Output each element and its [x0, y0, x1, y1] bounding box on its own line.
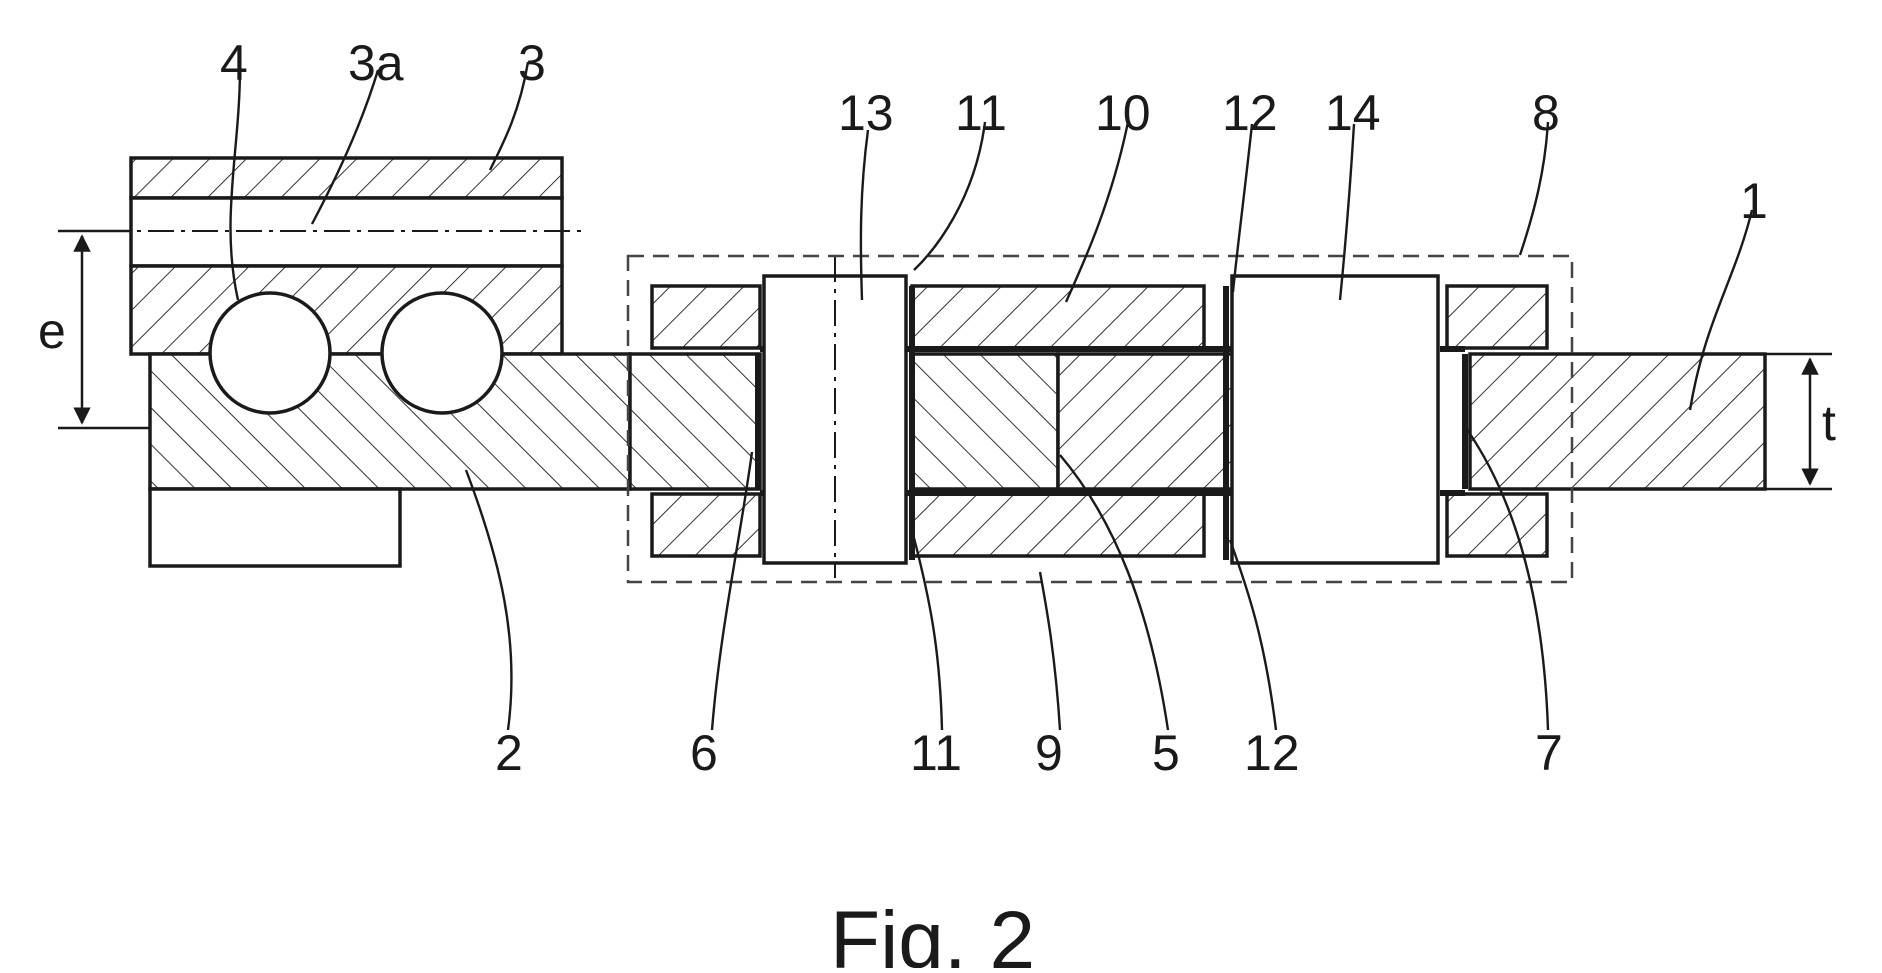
- label-4: 4: [220, 35, 248, 91]
- label-3: 3: [518, 35, 546, 91]
- label-1: 1: [1740, 173, 1768, 229]
- label-e: e: [38, 303, 66, 359]
- label-5: 5: [1152, 725, 1180, 781]
- label-13: 13: [838, 85, 894, 141]
- label-6: 6: [690, 725, 718, 781]
- label-t: t: [1822, 395, 1836, 451]
- label-11-bottom: 11: [910, 725, 962, 781]
- label-10: 10: [1095, 85, 1151, 141]
- label-7: 7: [1535, 725, 1563, 781]
- label-3a: 3a: [348, 35, 404, 91]
- label-8: 8: [1532, 85, 1560, 141]
- label-2: 2: [495, 725, 523, 781]
- label-11-top: 11: [955, 85, 1007, 141]
- pin-14: [1232, 276, 1438, 563]
- figure-caption: Fig. 2: [830, 895, 1035, 968]
- label-14: 14: [1325, 85, 1381, 141]
- label-12-bottom: 12: [1244, 725, 1300, 781]
- label-9: 9: [1035, 725, 1063, 781]
- part-3-upper-ring: [131, 158, 562, 354]
- label-12-top: 12: [1222, 85, 1278, 141]
